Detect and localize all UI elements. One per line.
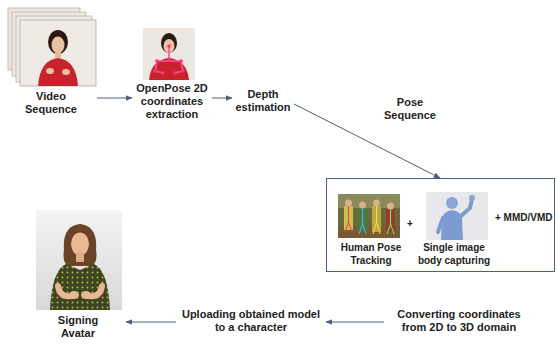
process-text: Depth estimation: [232, 88, 294, 114]
video-stage: Video Sequence: [5, 8, 97, 116]
tool-item: Single image body capturing: [415, 191, 493, 267]
flow-arrow: [97, 98, 132, 99]
body-capture-render-part: [438, 218, 443, 232]
video-frames-part: [20, 20, 96, 86]
openpose-image-part-part: [179, 59, 183, 63]
stage-caption: Converting coordinates from 2D to 3D dom…: [384, 308, 534, 334]
pose-tracking-photo-part-part: [359, 208, 366, 234]
box-text: +: [407, 217, 413, 230]
flow-arrow: [326, 322, 384, 323]
stage-caption: OpenPose 2D coordinates extraction: [132, 82, 212, 121]
openpose-image-part-part: [153, 69, 157, 73]
pose-tracking-photo-part: [373, 200, 380, 207]
openpose-image-part-part: [167, 44, 171, 48]
body-capture-render-part: [469, 195, 475, 201]
video-frames-part: [38, 58, 78, 86]
stage-caption: Human Pose Tracking: [337, 241, 405, 267]
signing-avatar-image-part: [69, 291, 79, 299]
avatar-stage: Signing Avatar: [30, 208, 126, 340]
pose-tracking-photo-part: [345, 200, 352, 207]
openpose-stage: OpenPose 2D coordinates extraction: [132, 26, 212, 121]
openpose-image-part: [153, 44, 185, 75]
video-frames-part: [48, 30, 68, 54]
video-frames-part: [52, 37, 65, 54]
pose-tracking-photo: [338, 194, 400, 238]
body-capture-render-part: [446, 197, 458, 209]
signing-avatar-image-part: [36, 210, 122, 310]
stage-caption: Depth estimation: [232, 88, 294, 114]
video-frames: [8, 8, 96, 86]
signing-avatar-image-part: [64, 224, 97, 266]
flow-arrow: [126, 322, 176, 323]
signing-avatar-image: [36, 210, 122, 310]
stage-caption: Signing Avatar: [50, 314, 106, 340]
tool-item: Human Pose Tracking: [337, 193, 405, 267]
signing-avatar-image-part: [76, 253, 84, 262]
video-frames-part: [62, 69, 70, 75]
video-frames-part: [46, 68, 54, 74]
openpose-image-part: [143, 28, 195, 80]
pose-tracking-photo-part-part: [345, 206, 352, 232]
pose-tracking-photo-part-part: [373, 206, 380, 234]
openpose-image-part-part: [155, 46, 183, 73]
openpose-image-part-part: [167, 57, 171, 61]
stage-caption: Video Sequence: [21, 90, 81, 116]
openpose-image-part-part: [173, 71, 177, 75]
process-text: Uploading obtained model to a character: [176, 308, 326, 334]
box-text: + MMD/VMD: [495, 211, 553, 224]
body-capture-render-part: [426, 192, 488, 240]
pose-tracking-photo-part: [338, 194, 400, 238]
video-frames-part: [55, 52, 61, 58]
openpose-image-part-part: [155, 59, 159, 63]
openpose-image-part-part: [181, 69, 185, 73]
openpose-image: [143, 28, 195, 80]
body-capture-render: [426, 192, 488, 240]
signing-avatar-image-part: [50, 264, 110, 310]
flow-arrow: [212, 98, 232, 99]
stage-caption: Single image body capturing: [415, 241, 493, 267]
signing-avatar-image-part: [81, 291, 91, 299]
openpose-image-part-part: [161, 71, 165, 75]
pose-tracking-photo-part-part: [387, 209, 394, 234]
pose-tracking-photo-part: [387, 203, 394, 210]
openpose-image-part: [155, 46, 183, 73]
pose-sequence-box: + + MMD/VMD Human Pose Tracking Single imag…: [326, 178, 555, 272]
stage-caption: Uploading obtained model to a character: [176, 308, 326, 334]
pose-tracking-photo-part: [359, 202, 366, 209]
signing-avatar-image-part: [71, 233, 89, 256]
edge-label: Pose Sequence: [378, 96, 442, 122]
pose-tracking-photo-part: [345, 206, 394, 234]
process-text: Converting coordinates from 2D to 3D dom…: [384, 308, 534, 334]
body-capture-render-part: [461, 199, 472, 216]
